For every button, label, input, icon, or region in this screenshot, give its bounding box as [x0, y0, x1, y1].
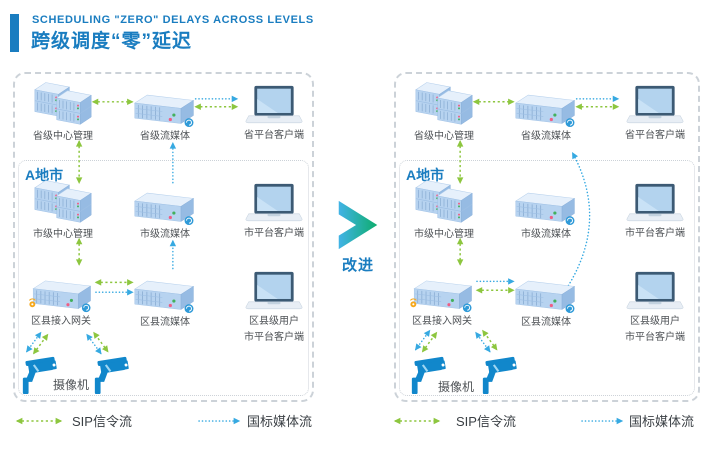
media-legend-arrow — [198, 417, 241, 425]
node-label: 省平台客户端 — [625, 130, 685, 141]
laptop-icon — [625, 84, 685, 127]
improvement-label: 改进 — [341, 257, 374, 274]
legend-media-label: 国标媒体流 — [629, 414, 695, 429]
media-legend-arrow — [581, 417, 624, 425]
streaming-server-icon — [133, 273, 197, 314]
legend-sip-label: SIP信令流 — [72, 414, 132, 429]
node-city-client: 市平台客户端 — [613, 182, 697, 241]
title-cn: 跨级调度“零”延迟 — [31, 31, 193, 52]
sip-legend-arrow — [15, 417, 63, 425]
laptop-icon — [625, 270, 685, 313]
node-city-client: 市平台客户端 — [232, 182, 316, 241]
sip-legend-arrow — [393, 417, 441, 425]
region-label-city-a: A地市 — [406, 167, 445, 183]
city-a-region-border — [399, 160, 695, 396]
node-label: 市级流媒体 — [521, 229, 571, 240]
node-label: 市级中心管理 — [33, 229, 93, 240]
node-label: 省级流媒体 — [140, 131, 190, 142]
title-accent-bar — [10, 14, 19, 52]
streaming-server-icon — [514, 87, 578, 128]
chevron-right-icon — [338, 200, 378, 250]
node-label: 区县流媒体 — [521, 317, 571, 328]
legend-sip-label: SIP信令流 — [456, 414, 516, 429]
laptop-icon — [244, 84, 304, 127]
camera-label: 摄像机 — [437, 380, 474, 394]
node-label: 区县接入网关 — [412, 316, 472, 327]
streaming-server-icon — [133, 185, 197, 226]
node-district-client: 区县级用户 市平台客户端 — [613, 270, 697, 345]
node-label: 市平台客户端 — [244, 332, 304, 343]
node-label: 区县流媒体 — [140, 317, 190, 328]
improvement-indicator: 改进 — [330, 199, 386, 275]
node-city-mgmt: 市级中心管理 — [21, 175, 105, 242]
node-province-client: 省平台客户端 — [232, 84, 316, 143]
server-stack-icon — [414, 175, 474, 226]
city-a-region-border — [18, 160, 309, 396]
region-label-city-a: A地市 — [25, 167, 64, 183]
node-province-mgmt: 省级中心管理 — [21, 77, 105, 144]
node-district-gateway: 区县接入网关 — [19, 273, 103, 329]
node-label: 区县级用户 — [249, 316, 299, 327]
server-stack-icon — [33, 175, 93, 226]
node-label: 区县级用户 — [630, 316, 680, 327]
node-label: 区县接入网关 — [31, 316, 91, 327]
server-stack-icon — [33, 77, 93, 128]
node-district-gateway: 区县接入网关 — [400, 273, 484, 329]
streaming-server-icon — [514, 273, 578, 314]
node-label: 省级流媒体 — [521, 131, 571, 142]
node-label: 省级中心管理 — [33, 131, 93, 142]
panel-before: A地市 省级中心管理 省级流媒体 省平台客户端 市级中心管理 市级流媒体 市平台… — [13, 72, 314, 402]
node-label: 省平台客户端 — [244, 130, 304, 141]
node-province-client: 省平台客户端 — [613, 84, 697, 143]
node-label: 市平台客户端 — [244, 228, 304, 239]
legend-media-label: 国标媒体流 — [247, 414, 313, 429]
node-province-mgmt: 省级中心管理 — [402, 77, 486, 144]
streaming-server-icon — [514, 185, 578, 226]
node-label: 市平台客户端 — [625, 332, 685, 343]
node-district-stream: 区县流媒体 — [123, 273, 207, 330]
laptop-icon — [625, 182, 685, 225]
node-city-mgmt: 市级中心管理 — [402, 175, 486, 242]
node-city-stream: 市级流媒体 — [123, 185, 207, 242]
node-district-client: 区县级用户 市平台客户端 — [232, 270, 316, 345]
gateway-server-icon — [28, 273, 94, 313]
node-city-stream: 市级流媒体 — [504, 185, 588, 242]
title-en: SCHEDULING "ZERO" DELAYS ACROSS LEVELS — [32, 14, 314, 26]
node-label: 市平台客户端 — [625, 228, 685, 239]
streaming-server-icon — [133, 87, 197, 128]
node-province-stream: 省级流媒体 — [123, 87, 207, 144]
node-label: 市级中心管理 — [414, 229, 474, 240]
node-province-stream: 省级流媒体 — [504, 87, 588, 144]
node-label: 省级中心管理 — [414, 131, 474, 142]
node-district-stream: 区县流媒体 — [504, 273, 588, 330]
laptop-icon — [244, 270, 304, 313]
gateway-server-icon — [409, 273, 475, 313]
camera-label: 摄像机 — [52, 378, 89, 392]
panel-after: A地市 省级中心管理 省级流媒体 省平台客户端 市级中心管理 市级流媒体 市平台… — [394, 72, 700, 402]
node-label: 市级流媒体 — [140, 229, 190, 240]
server-stack-icon — [414, 77, 474, 128]
laptop-icon — [244, 182, 304, 225]
